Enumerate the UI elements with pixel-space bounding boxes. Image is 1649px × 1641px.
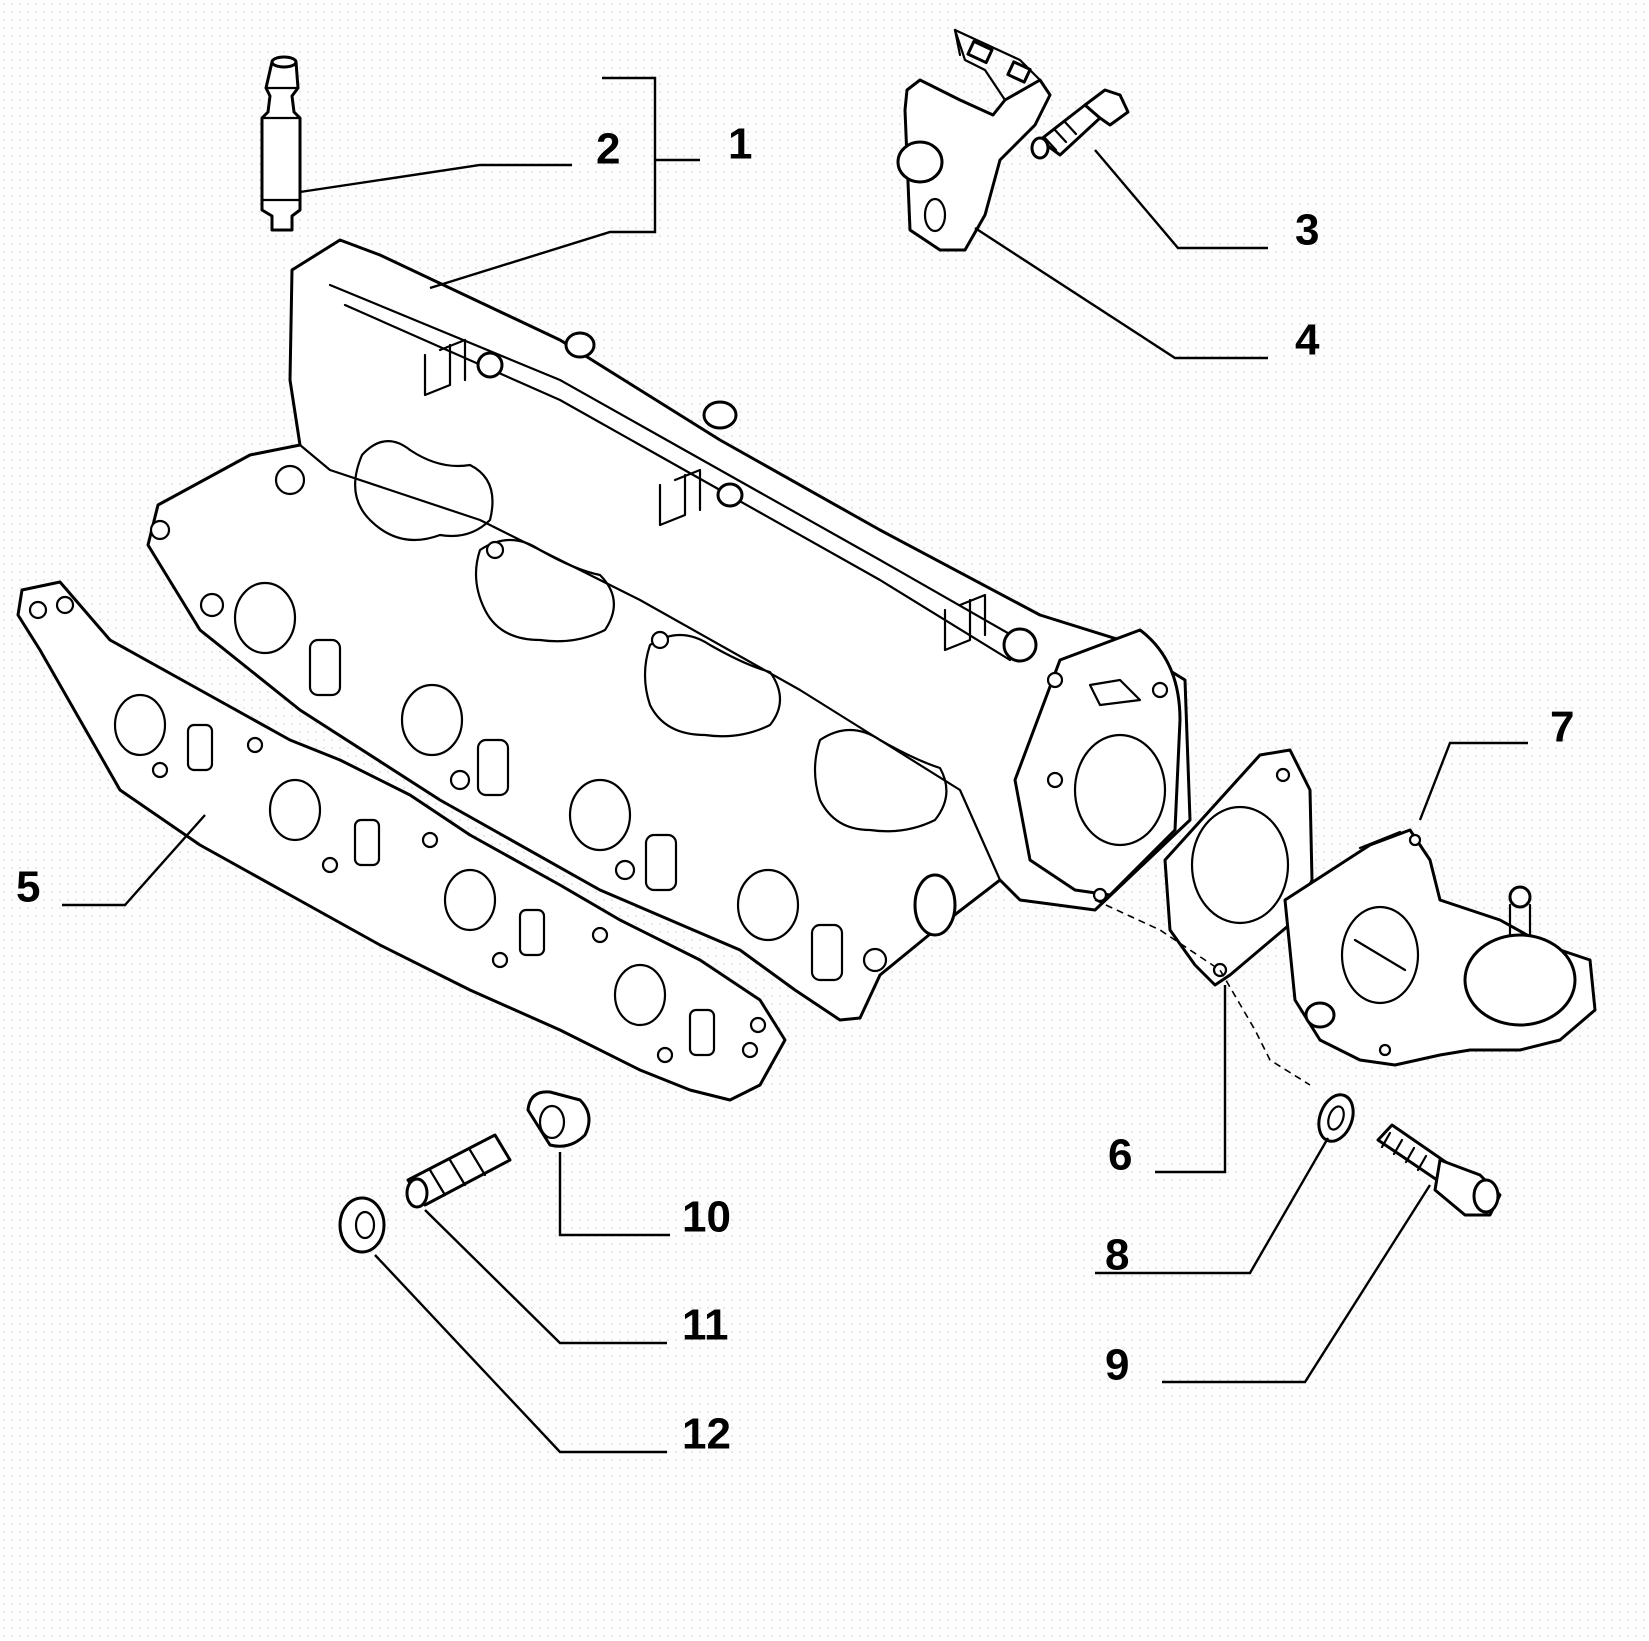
- callout-8: 8: [1105, 1231, 1129, 1280]
- leader-1: [429, 76, 700, 290]
- callout-9: 9: [1105, 1341, 1129, 1390]
- callout-5: 5: [16, 863, 40, 912]
- callout-10: 10: [682, 1193, 731, 1242]
- part-4-sensor: [896, 28, 1052, 252]
- leader-2: [299, 163, 572, 194]
- part-12-washer: [338, 1196, 386, 1254]
- part-2-hose-fitting: [260, 55, 302, 232]
- leader-5: [62, 814, 206, 907]
- leader-10: [558, 1152, 670, 1237]
- leader-12: [374, 1254, 667, 1454]
- part-6-throttle-gasket: [1163, 748, 1314, 987]
- callout-3: 3: [1295, 206, 1319, 255]
- callout-11: 11: [682, 1301, 729, 1350]
- part-10-nut: [526, 1090, 591, 1148]
- callout-1: 1: [728, 120, 752, 169]
- leader-4: [974, 226, 1268, 360]
- part-3-bolt: [1030, 88, 1130, 160]
- callout-2: 2: [596, 125, 620, 174]
- callout-6: 6: [1108, 1131, 1132, 1180]
- part-11-stud: [405, 1133, 512, 1209]
- leader-9: [1162, 1184, 1432, 1384]
- callout-12: 12: [682, 1410, 731, 1459]
- callout-4: 4: [1295, 316, 1320, 365]
- part-7-throttle-body: [1283, 828, 1597, 1067]
- callout-7: 7: [1550, 703, 1574, 752]
- leader-3: [1094, 149, 1268, 250]
- leader-lines: [62, 76, 1528, 1454]
- part-5-manifold-gasket: [16, 580, 787, 1102]
- leader-6: [1155, 985, 1227, 1174]
- part-8-washer: [1317, 1093, 1355, 1143]
- part-1-intake-manifold: [146, 238, 1192, 1022]
- callout-labels: 1 2 3 4 5 6 7 8 9 10 11 12: [16, 120, 1574, 1459]
- leader-8: [1095, 1137, 1330, 1275]
- part-9-socket-bolt: [1376, 1123, 1502, 1217]
- leader-7: [1418, 741, 1528, 821]
- leader-11: [424, 1209, 667, 1345]
